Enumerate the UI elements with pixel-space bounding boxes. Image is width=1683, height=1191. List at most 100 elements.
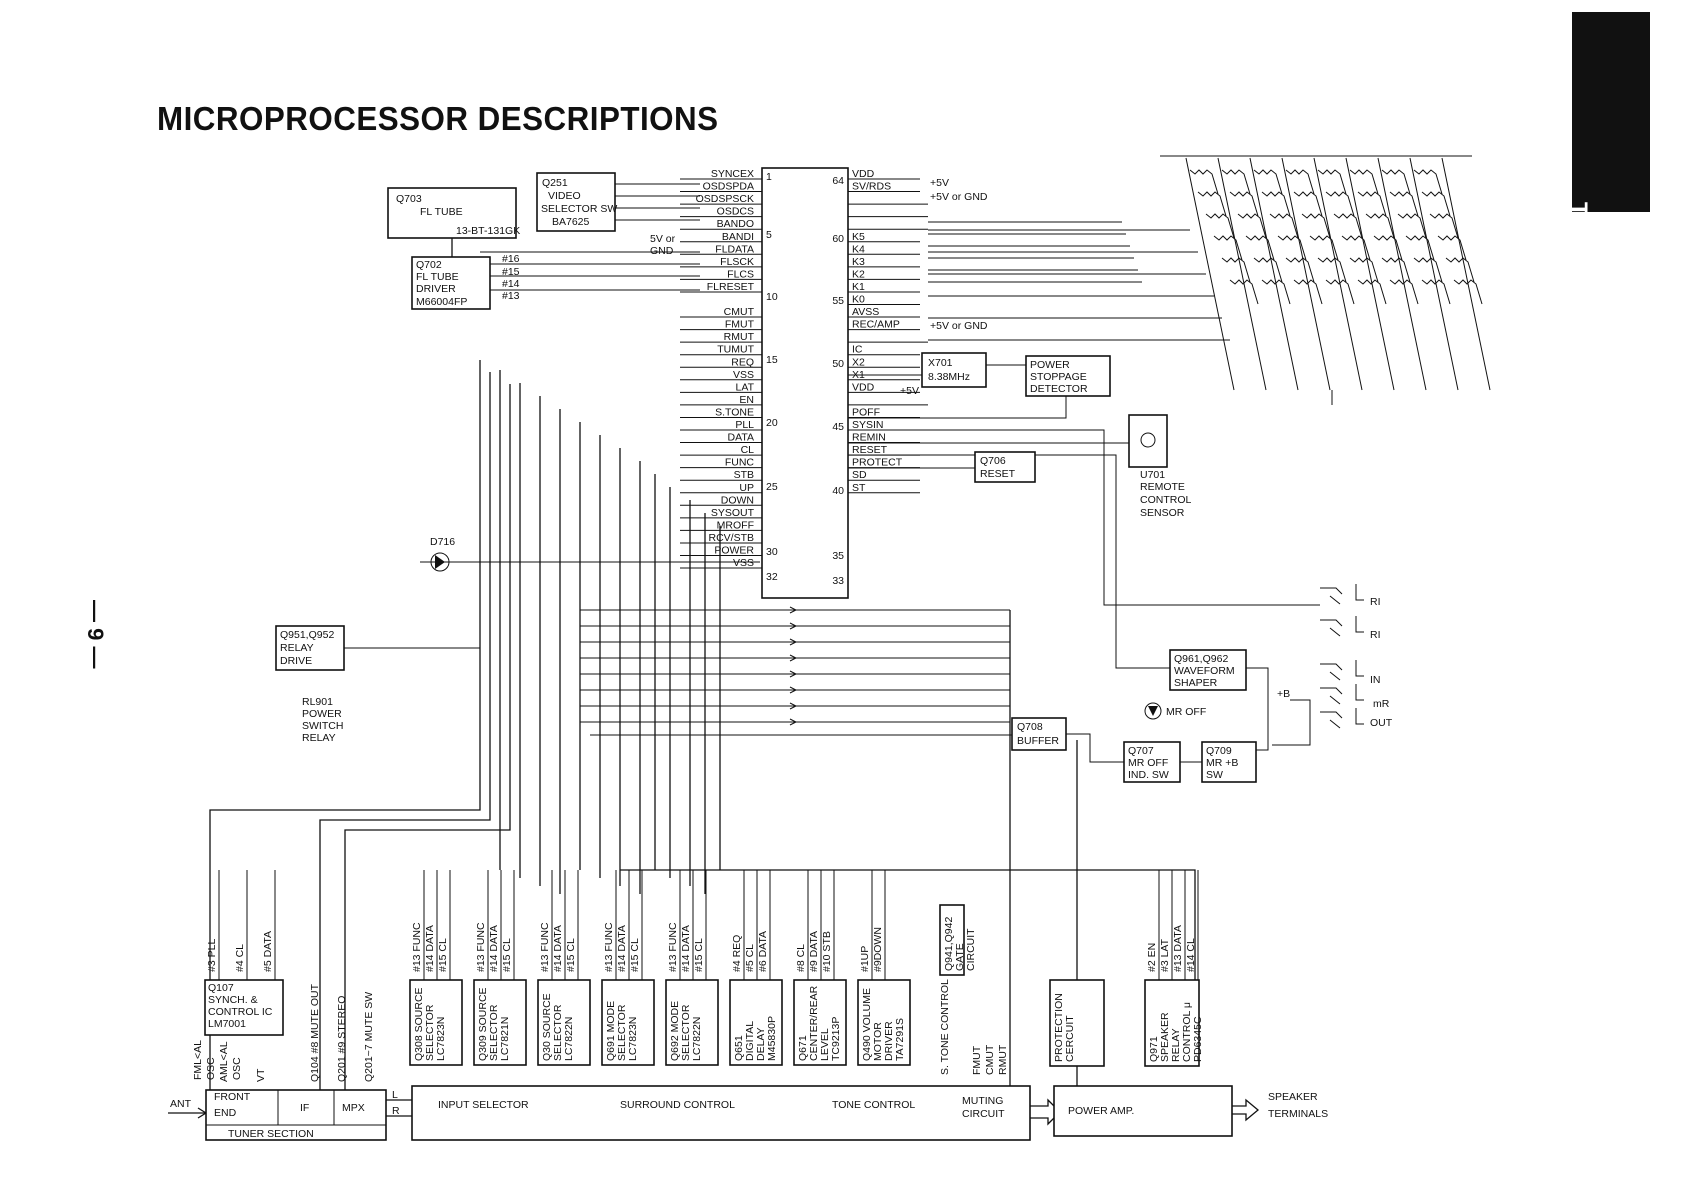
matrix-key-switch xyxy=(1229,191,1259,217)
vertical-signal-label: FML<AL xyxy=(192,1040,204,1080)
ic-right-pin-label: REC/AMP xyxy=(852,319,900,331)
ic-left-pin-label: UP xyxy=(739,482,754,494)
ic-right-pin-number: 33 xyxy=(832,575,844,587)
ic-right-pin-label: RESET xyxy=(852,444,888,456)
mute-wire xyxy=(319,372,491,1090)
terminals-label: TERMINALS xyxy=(1268,1108,1328,1120)
q707-lines xyxy=(1066,733,1202,763)
mr-off-label: MR OFF xyxy=(1166,706,1206,718)
ant-label: ANT xyxy=(170,1098,192,1110)
q251-part: BA7625 xyxy=(552,216,590,228)
x701-freq: 8.38MHz xyxy=(928,371,970,383)
ic-left-pin-number: 25 xyxy=(766,481,778,493)
q951-label: Q951,Q952 xyxy=(280,629,334,641)
bus-arrow xyxy=(789,638,798,646)
ic-right-pin-label: K3 xyxy=(852,256,865,268)
x701-label: X701 xyxy=(928,357,953,369)
power-stop-line1: POWER xyxy=(1030,359,1070,371)
r-channel-label: R xyxy=(392,1105,400,1117)
surround-control-label: SURROUND CONTROL xyxy=(620,1099,735,1111)
matrix-key-switch xyxy=(1325,191,1355,217)
jack-out: OUT xyxy=(1370,717,1393,729)
q702-pin16: #16 xyxy=(502,253,520,265)
matrix-key-switch xyxy=(1285,257,1315,283)
ic-right-pin-label: K2 xyxy=(852,268,865,280)
mr-off-led-circle xyxy=(1144,702,1162,720)
power-stop-line3: DETECTOR xyxy=(1030,383,1088,395)
rl901-line3: RELAY xyxy=(302,732,336,744)
vertical-signal-label: OSC xyxy=(205,1057,217,1080)
matrix-key-switch xyxy=(1293,279,1323,305)
bottom-block-label: LM7001 xyxy=(208,1018,246,1030)
tuner-section-label: TUNER SECTION xyxy=(228,1128,314,1140)
stereo-wire xyxy=(344,384,511,1090)
ic-right-pin-number: 35 xyxy=(832,550,844,562)
ic-right-pin-label: X2 xyxy=(852,356,865,368)
bottom-pin-label: #15 CL xyxy=(565,938,577,972)
bottom-block-label: LC7821N xyxy=(499,1017,511,1061)
q702-pin15: #15 xyxy=(502,266,520,278)
rl901-line1: POWER xyxy=(302,708,342,720)
bottom-block-box xyxy=(939,904,965,976)
ic-right-pin-label: SYSIN xyxy=(852,419,884,431)
q708-buffer-block xyxy=(1011,717,1067,751)
q709-type2: SW xyxy=(1206,769,1223,781)
matrix-key-switch xyxy=(1357,191,1387,217)
bottom-block-label: Q691 MODE xyxy=(605,1001,617,1061)
q251-label: Q251 xyxy=(542,177,568,189)
matrix-key-switch xyxy=(1189,169,1219,195)
bottom-pin-label: #10 STB xyxy=(821,931,833,972)
bottom-block-box xyxy=(1049,979,1105,1067)
bottom-block-label: DRIVER xyxy=(883,1021,895,1061)
bottom-block-label: SPEAKER xyxy=(1159,1012,1171,1062)
ic-left-pin-label: EN xyxy=(739,394,754,406)
key-lines xyxy=(928,221,1142,283)
q961-waveform-shaper-block xyxy=(1169,649,1247,691)
matrix-column-line xyxy=(1377,157,1427,391)
ic-right-pin-number: 40 xyxy=(832,485,844,497)
rca-jack-symbol xyxy=(1320,708,1364,729)
matrix-key-switch xyxy=(1205,213,1235,239)
plus-b-label: +B xyxy=(1277,688,1290,700)
ic-left-pin-label: FLRESET xyxy=(707,281,755,293)
vertical-signal-label: CMUT xyxy=(984,1044,996,1075)
q961-label: Q961,Q962 xyxy=(1174,653,1228,665)
matrix-key-switch xyxy=(1317,169,1347,195)
matrix-key-switch xyxy=(1261,279,1291,305)
ic-right-pin-label: PROTECT xyxy=(852,457,903,469)
ic-left-pin-label: RCV/STB xyxy=(708,532,754,544)
matrix-key-switch xyxy=(1349,169,1379,195)
q961-type: WAVEFORM xyxy=(1174,665,1235,677)
ic-left-pin-label: FMUT xyxy=(725,319,755,331)
bus-arrow xyxy=(789,654,798,662)
ic-left-pin-number: 10 xyxy=(766,291,778,303)
bottom-block-box xyxy=(793,979,847,1066)
bus-arrow xyxy=(789,670,798,678)
bus-arrow xyxy=(789,718,798,726)
end-label: END xyxy=(214,1107,237,1119)
muting-label: MUTING xyxy=(962,1095,1003,1107)
bottom-pin-label: #13 FUNC xyxy=(475,922,487,972)
q706-label: Q706 xyxy=(980,455,1006,467)
bottom-block-label: Q308 SOURCE xyxy=(413,987,425,1061)
bottom-pin-label: #15 CL xyxy=(437,938,449,972)
ic-right-pin-number: 50 xyxy=(832,358,844,370)
matrix-key-switch xyxy=(1245,235,1275,261)
matrix-key-switch xyxy=(1389,191,1419,217)
matrix-key-switch xyxy=(1301,213,1331,239)
q702-pin13: #13 xyxy=(502,290,520,302)
ic-left-pin-label: RMUT xyxy=(724,331,755,343)
matrix-key-switch xyxy=(1293,191,1323,217)
rca-jack-symbol xyxy=(1320,616,1364,637)
jack-ri-2: RI xyxy=(1370,629,1381,641)
q706-type: RESET xyxy=(980,468,1016,480)
bottom-block-label: SELECTOR xyxy=(680,1004,692,1061)
matrix-key-switch xyxy=(1269,213,1299,239)
vdd2-supply-label: +5V xyxy=(900,385,919,397)
osd-lines xyxy=(615,183,700,221)
speaker-out-arrow xyxy=(1232,1098,1260,1122)
bottom-block-label: MOTOR xyxy=(872,1022,884,1061)
matrix-key-switch xyxy=(1253,257,1283,283)
ic-left-pin-label: FUNC xyxy=(725,457,755,469)
